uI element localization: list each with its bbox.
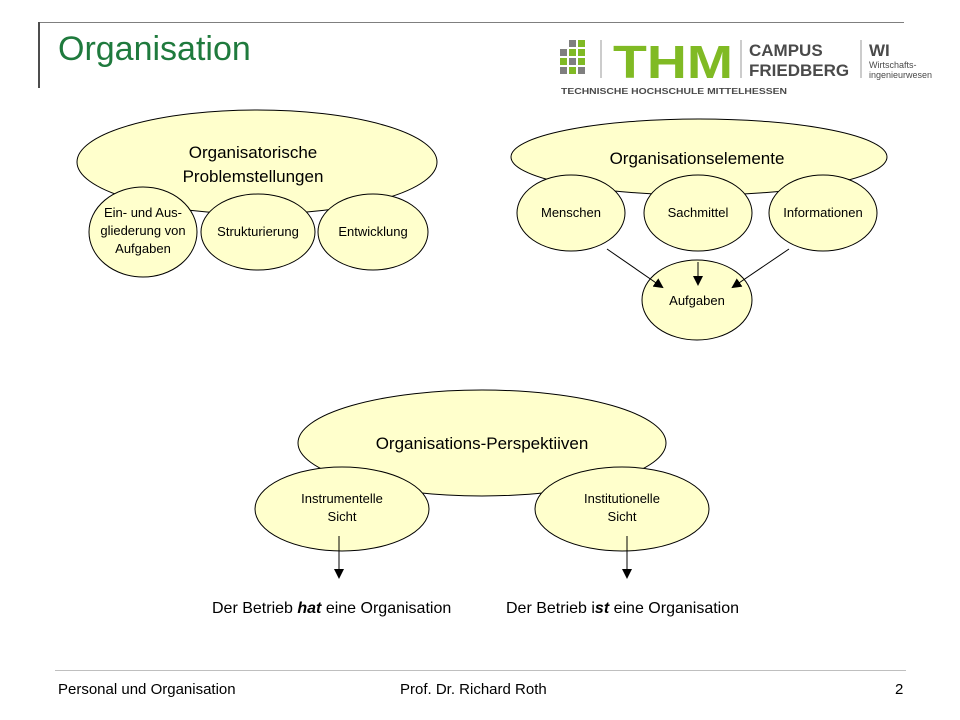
institutionelle-sicht-line1: Institutionelle: [584, 491, 660, 506]
problemstellungen-heading-line1: Organisatorische: [189, 143, 318, 162]
logo-brand: THM: [613, 36, 733, 88]
slide-title: Organisation: [58, 30, 251, 68]
aufgliederung-line1: Ein- und Aus-: [104, 205, 182, 220]
sachmittel-ellipse: [643, 174, 753, 252]
organisationselemente-heading: Organisationselemente: [610, 149, 785, 168]
conclusion-ist: Der Betrieb ist eine Organisation: [506, 600, 739, 618]
aufgaben-ellipse: [641, 259, 753, 341]
aufgliederung-line3: Aufgaben: [115, 241, 171, 256]
informationen-ellipse: [768, 174, 878, 252]
aufgliederung-ellipse: [88, 186, 198, 278]
logo-dept-line1: Wirtschafts-: [869, 60, 917, 70]
sachmittel-label: Sachmittel: [668, 205, 729, 220]
entwicklung-label: Entwicklung: [338, 224, 407, 239]
logo-campus-line2: FRIEDBERG: [749, 61, 849, 80]
menschen-ellipse: [516, 174, 626, 252]
footer-rule: [55, 670, 906, 671]
menschen-label: Menschen: [541, 205, 601, 220]
problemstellungen-heading-line2: Problemstellungen: [183, 167, 324, 186]
footer-course: Personal und Organisation: [58, 681, 236, 698]
conclusion-ist-emphasis: st: [594, 600, 610, 617]
strukturierung-label: Strukturierung: [217, 224, 299, 239]
conclusion-hat: Der Betrieb hat eine Organisation: [212, 600, 451, 618]
conclusion-hat-pre: Der Betrieb: [212, 600, 298, 617]
perspektiven-diagram: Organisations-Perspektiiven Instrumentel…: [254, 389, 710, 579]
logo-tagline: TECHNISCHE HOCHSCHULE MITTELHESSEN: [561, 86, 787, 96]
perspektiven-ellipse: [297, 389, 667, 497]
conclusion-hat-emphasis: hat: [297, 600, 322, 617]
informationen-label: Informationen: [783, 205, 863, 220]
conclusion-ist-pre: Der Betrieb i: [506, 600, 595, 617]
logo-dept-line2: ingenieurwesen: [869, 70, 932, 80]
logo-campus-line1: CAMPUS: [749, 41, 823, 60]
entwicklung-ellipse: [317, 193, 429, 271]
logo-dept: WI: [869, 41, 890, 60]
perspektiven-heading: Organisations-Perspektiiven: [376, 434, 589, 453]
thm-logo: THM CAMPUS FRIEDBERG WI Wirtschafts- ing…: [560, 36, 932, 96]
strukturierung-ellipse: [200, 193, 316, 271]
organisationselemente-diagram: Organisationselemente Menschen Sachmitte…: [510, 118, 888, 341]
instrumentelle-sicht-line2: Sicht: [328, 509, 357, 524]
conclusion-ist-post: eine Organisation: [609, 600, 740, 617]
menschen-aufgaben-arrow: [606, 248, 664, 289]
conclusion-hat-post: eine Organisation: [321, 600, 452, 617]
institutionelle-sicht-line2: Sicht: [608, 509, 637, 524]
header-rule: [40, 22, 904, 23]
header-accent-bar: [38, 22, 40, 88]
instrumentelle-sicht-line1: Instrumentelle: [301, 491, 383, 506]
informationen-aufgaben-arrow: [731, 248, 790, 289]
page-number: 2: [895, 681, 904, 698]
institutionelle-sicht-ellipse: [534, 466, 710, 552]
logo-dot-grid-icon: [560, 40, 585, 74]
aufgliederung-line2: gliederung von: [100, 223, 185, 238]
footer-author: Prof. Dr. Richard Roth: [400, 681, 547, 698]
problemstellungen-diagram: Organisatorische Problemstellungen Ein- …: [76, 109, 438, 278]
instrumentelle-sicht-ellipse: [254, 466, 430, 552]
aufgaben-label: Aufgaben: [669, 293, 725, 308]
